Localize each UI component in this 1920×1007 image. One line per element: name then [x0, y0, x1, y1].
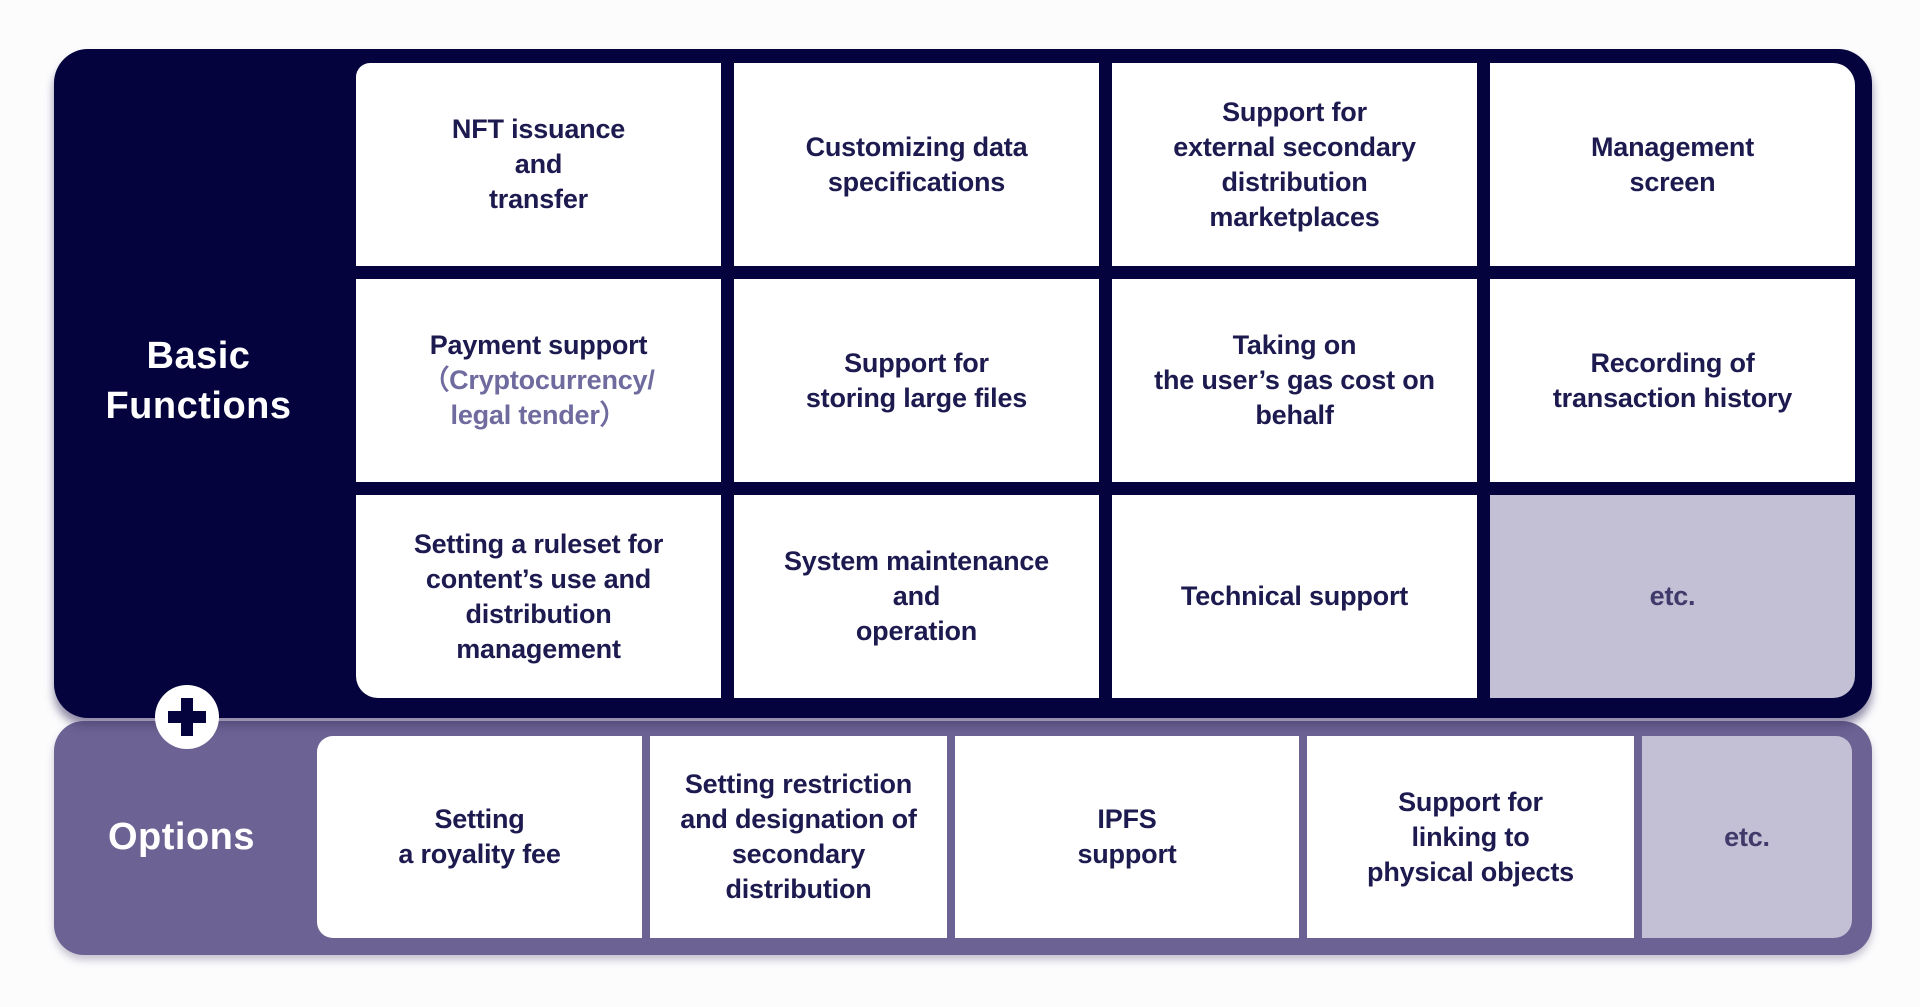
cell-text: etc.: [1649, 581, 1696, 611]
nft-service-diagram: Basic Functions NFT issuance and transfe…: [54, 49, 1872, 955]
cell-text: Setting a ruleset for content’s use and …: [413, 528, 664, 664]
basic-cell-payment-support: Payment support （Cryptocurrency/ legal te…: [356, 279, 721, 482]
cell-text: Technical support: [1180, 581, 1409, 611]
basic-functions-label: Basic Functions: [54, 63, 343, 698]
cell-text: Customizing data specifications: [805, 131, 1028, 197]
basic-cell-system-maintenance: System maintenance and operation: [734, 495, 1099, 698]
option-cell-ipfs-support: IPFS support: [955, 736, 1299, 938]
cell-text: Recording of transaction history: [1552, 347, 1793, 413]
basic-cell-customizing-data: Customizing data specifications: [734, 63, 1099, 266]
cell-text: etc.: [1724, 821, 1770, 852]
basic-cell-technical-support: Technical support: [1112, 495, 1477, 698]
basic-cell-storing-large-files: Support for storing large files: [734, 279, 1099, 482]
cell-text: Setting a royality fee: [398, 804, 561, 869]
basic-functions-label-text: Basic Functions: [105, 334, 292, 427]
option-cell-secondary-distribution: Setting restriction and designation of s…: [650, 736, 947, 938]
options-panel: Options Setting a royality fee Setting r…: [54, 721, 1872, 955]
payment-sub-text: （Cryptocurrency/ legal tender）: [422, 365, 655, 430]
cell-text: Setting restriction and designation of s…: [680, 769, 917, 904]
cell-text: Taking on the user’s gas cost on behalf: [1154, 330, 1435, 430]
option-cell-physical-objects: Support for linking to physical objects: [1307, 736, 1634, 938]
cell-text: NFT issuance and transfer: [451, 114, 626, 214]
basic-cell-etc: etc.: [1490, 495, 1855, 698]
cell-text: Support for storing large files: [805, 347, 1028, 413]
cell-text: Support for linking to physical objects: [1367, 786, 1574, 887]
basic-cell-gas-cost: Taking on the user’s gas cost on behalf: [1112, 279, 1477, 482]
option-cell-royalty-fee: Setting a royality fee: [317, 736, 642, 938]
plus-icon-vertical-bar: [181, 698, 193, 736]
cell-text: Management screen: [1590, 131, 1755, 197]
options-label-text: Options: [107, 816, 256, 858]
cell-text: Payment support （Cryptocurrency/ legal te…: [422, 328, 655, 433]
basic-cell-nft-issuance: NFT issuance and transfer: [356, 63, 721, 266]
basic-cell-external-marketplaces: Support for external secondary distribut…: [1112, 63, 1477, 266]
cell-text: Support for external secondary distribut…: [1173, 96, 1416, 232]
cell-text: System maintenance and operation: [783, 546, 1050, 646]
plus-icon: [155, 685, 219, 749]
cell-text: IPFS support: [1077, 804, 1177, 869]
basic-cell-ruleset: Setting a ruleset for content’s use and …: [356, 495, 721, 698]
basic-functions-panel: Basic Functions NFT issuance and transfe…: [54, 49, 1872, 718]
basic-cell-management-screen: Management screen: [1490, 63, 1855, 266]
payment-main-text: Payment support: [429, 330, 648, 360]
options-label: Options: [54, 736, 309, 938]
basic-cell-transaction-history: Recording of transaction history: [1490, 279, 1855, 482]
option-cell-etc: etc.: [1642, 736, 1852, 938]
